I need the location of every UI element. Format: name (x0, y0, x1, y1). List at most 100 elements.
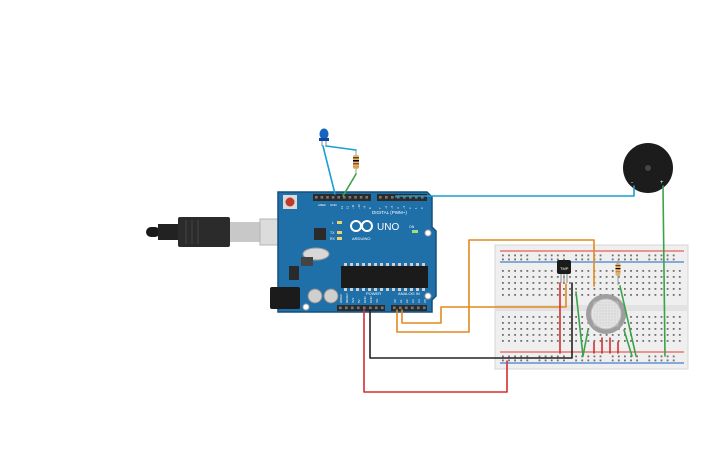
breadboard-hole[interactable] (630, 355, 632, 358)
breadboard-hole[interactable] (520, 340, 523, 342)
breadboard-hole[interactable] (642, 322, 645, 324)
breadboard-hole[interactable] (514, 355, 516, 358)
breadboard-hole[interactable] (636, 340, 638, 342)
header-hole[interactable] (315, 196, 318, 199)
breadboard-hole[interactable] (630, 316, 632, 318)
breadboard-hole[interactable] (599, 334, 602, 336)
breadboard-hole[interactable] (581, 258, 584, 261)
breadboard-hole[interactable] (575, 282, 577, 284)
breadboard-hole[interactable] (514, 328, 516, 330)
breadboard-hole[interactable] (556, 288, 559, 290)
breadboard-hole[interactable] (678, 276, 681, 278)
breadboard-hole[interactable] (587, 282, 590, 284)
breadboard-hole[interactable] (520, 322, 523, 324)
breadboard-hole[interactable] (587, 340, 590, 342)
breadboard-hole[interactable] (563, 328, 565, 330)
breadboard-hole[interactable] (660, 340, 663, 342)
breadboard-hole[interactable] (569, 316, 571, 318)
breadboard-hole[interactable] (508, 355, 510, 358)
header-hole[interactable] (337, 196, 340, 199)
breadboard-hole[interactable] (563, 322, 565, 324)
header-hole[interactable] (421, 196, 424, 199)
breadboard-hole[interactable] (599, 288, 602, 290)
breadboard-hole[interactable] (599, 254, 602, 257)
header-hole[interactable] (405, 306, 408, 310)
breadboard-hole[interactable] (636, 276, 638, 278)
breadboard-hole[interactable] (587, 294, 590, 296)
breadboard-hole[interactable] (520, 276, 523, 278)
breadboard-hole[interactable] (605, 340, 608, 342)
breadboard-hole[interactable] (556, 359, 559, 362)
breadboard-hole[interactable] (630, 270, 632, 272)
piezo-buzzer[interactable]: - + (623, 143, 673, 193)
breadboard-hole[interactable] (526, 328, 529, 330)
breadboard-hole[interactable] (611, 258, 614, 261)
breadboard-hole[interactable] (678, 322, 681, 324)
breadboard-hole[interactable] (550, 316, 553, 318)
breadboard-hole[interactable] (544, 328, 547, 330)
gas-sensor[interactable] (586, 294, 626, 334)
breadboard-hole[interactable] (508, 322, 510, 324)
breadboard-hole[interactable] (611, 276, 614, 278)
breadboard-hole[interactable] (508, 328, 510, 330)
breadboard-hole[interactable] (526, 270, 529, 272)
breadboard-hole[interactable] (624, 282, 626, 284)
breadboard-hole[interactable] (654, 288, 657, 290)
breadboard-hole[interactable] (526, 294, 529, 296)
breadboard-hole[interactable] (666, 355, 669, 358)
breadboard-hole[interactable] (520, 316, 523, 318)
header-hole[interactable] (375, 306, 378, 310)
breadboard-hole[interactable] (654, 282, 657, 284)
breadboard-hole[interactable] (678, 334, 681, 336)
breadboard-hole[interactable] (538, 294, 541, 296)
breadboard-hole[interactable] (550, 258, 553, 261)
breadboard-hole[interactable] (538, 334, 541, 336)
header-hole[interactable] (409, 196, 412, 199)
breadboard-hole[interactable] (502, 276, 504, 278)
breadboard-hole[interactable] (526, 355, 529, 358)
header-hole[interactable] (339, 306, 342, 310)
breadboard-hole[interactable] (617, 294, 620, 296)
breadboard-hole[interactable] (575, 276, 577, 278)
breadboard-hole[interactable] (575, 340, 577, 342)
breadboard-hole[interactable] (636, 359, 638, 362)
header-hole[interactable] (411, 306, 414, 310)
breadboard-hole[interactable] (550, 355, 553, 358)
breadboard-hole[interactable] (678, 282, 681, 284)
breadboard-hole[interactable] (648, 316, 651, 318)
breadboard-hole[interactable] (569, 294, 571, 296)
breadboard-hole[interactable] (630, 328, 632, 330)
breadboard-hole[interactable] (630, 254, 632, 257)
breadboard-hole[interactable] (563, 288, 565, 290)
breadboard-hole[interactable] (550, 334, 553, 336)
breadboard-hole[interactable] (569, 340, 571, 342)
breadboard-hole[interactable] (514, 334, 516, 336)
breadboard-hole[interactable] (556, 316, 559, 318)
breadboard-hole[interactable] (502, 254, 504, 257)
breadboard-hole[interactable] (672, 316, 675, 318)
breadboard-hole[interactable] (502, 282, 504, 284)
breadboard-hole[interactable] (624, 359, 626, 362)
breadboard-hole[interactable] (672, 359, 675, 362)
breadboard-hole[interactable] (642, 282, 645, 284)
breadboard-hole[interactable] (660, 276, 663, 278)
breadboard-hole[interactable] (550, 282, 553, 284)
breadboard-hole[interactable] (636, 322, 638, 324)
header-hole[interactable] (369, 306, 372, 310)
breadboard-hole[interactable] (550, 254, 553, 257)
header-hole[interactable] (391, 196, 394, 199)
breadboard-hole[interactable] (538, 355, 541, 358)
breadboard-hole[interactable] (514, 258, 516, 261)
analog-header[interactable] (391, 305, 427, 311)
breadboard-hole[interactable] (575, 328, 577, 330)
breadboard-hole[interactable] (636, 294, 638, 296)
breadboard-hole[interactable] (654, 270, 657, 272)
breadboard-hole[interactable] (642, 340, 645, 342)
header-hole[interactable] (359, 196, 363, 199)
breadboard-hole[interactable] (575, 288, 577, 290)
breadboard-hole[interactable] (599, 355, 602, 358)
reset-button[interactable] (283, 195, 297, 209)
breadboard-hole[interactable] (660, 294, 663, 296)
breadboard-hole[interactable] (544, 316, 547, 318)
breadboard-hole[interactable] (514, 254, 516, 257)
